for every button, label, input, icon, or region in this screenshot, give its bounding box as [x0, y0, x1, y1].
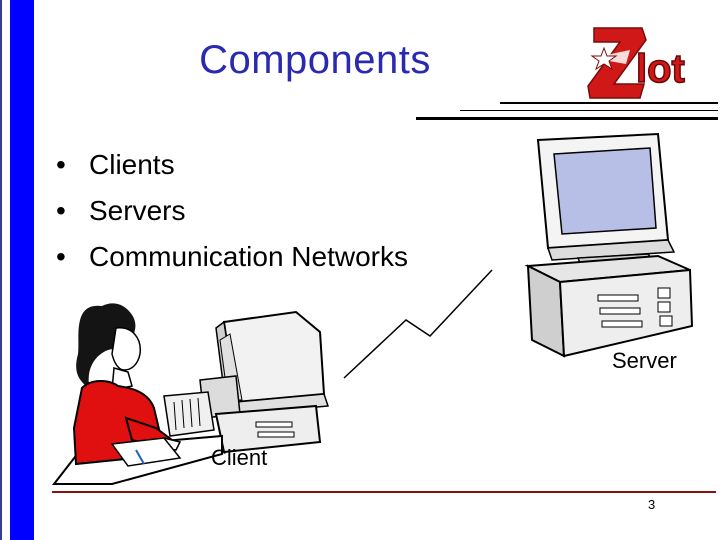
woman-at-desk-icon: [51, 303, 223, 485]
bullet-item-networks: Communication Networks: [56, 234, 408, 280]
network-link-icon: [343, 269, 493, 379]
bullet-item-clients: Clients: [56, 142, 408, 188]
client-label: Client: [211, 445, 268, 470]
logo-wordmark: lot: [636, 47, 685, 91]
bullet-item-servers: Servers: [56, 188, 408, 234]
header-rule-top: [500, 102, 718, 104]
page-number: 3: [648, 497, 656, 512]
left-accent-bar: [10, 0, 34, 540]
client-computer-icon: [199, 310, 330, 454]
zlot-logo-icon: lot: [587, 27, 686, 99]
server-computer-icon: [524, 132, 694, 358]
footer-rule: [52, 491, 716, 493]
header-rule-mid: [460, 110, 718, 111]
slide-title: Components: [199, 38, 431, 82]
header-rule-bottom: [416, 117, 718, 120]
bullet-list: Clients Servers Communication Networks: [56, 142, 408, 280]
server-label: Server: [612, 348, 677, 373]
left-accent-bar-outer: [0, 0, 2, 540]
